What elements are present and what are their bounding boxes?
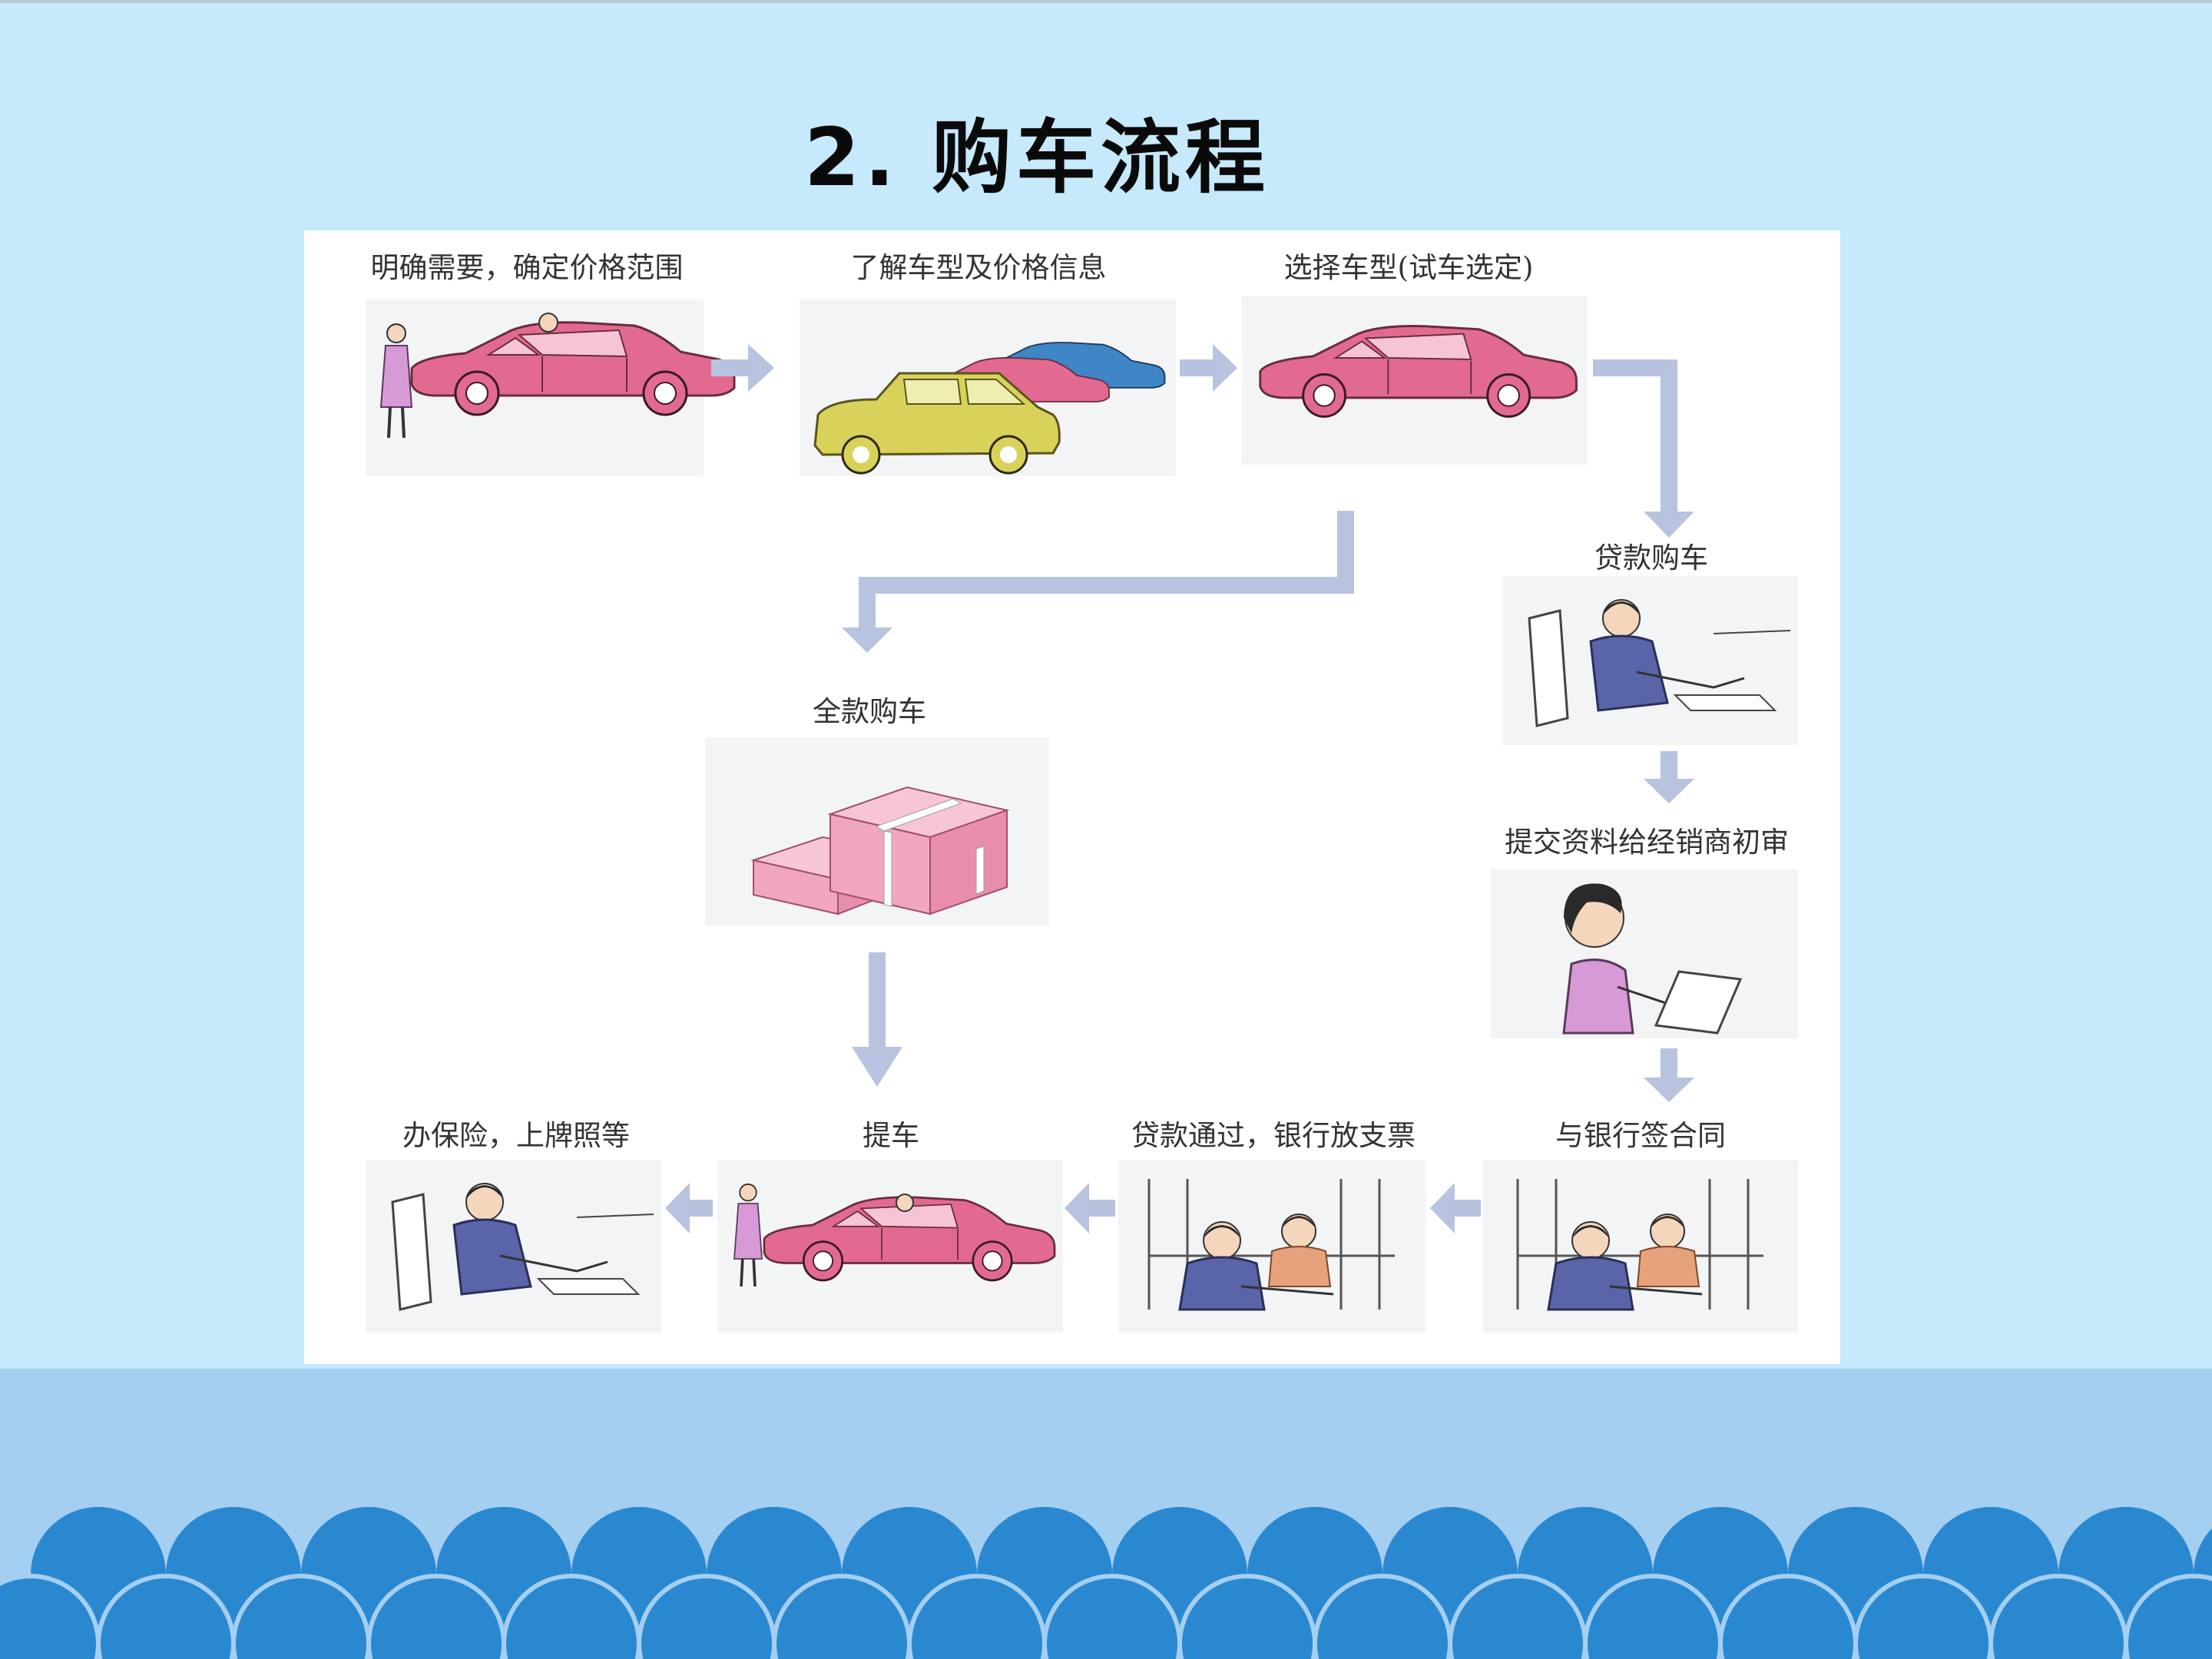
flow-arrow-icon (1593, 359, 1694, 538)
top-rule (0, 0, 2212, 3)
car-yellow-icon (813, 372, 1061, 475)
step-label-full-payment: 全款购车 (813, 695, 926, 728)
step-label-loan-approved: 贷款通过，银行放支票 (1131, 1119, 1416, 1152)
illustration-loan-purchase (1528, 598, 1792, 727)
illustration-loan-approved (1147, 1177, 1396, 1311)
wave-scallop (2124, 1574, 2212, 1659)
step-label-sign-contract: 与银行签合同 (1555, 1119, 1726, 1152)
step-label-submit-docs: 提交资料给经销商初审 (1505, 826, 1789, 859)
flow-arrow-icon (842, 511, 1354, 653)
flow-arrow-icon (852, 952, 902, 1087)
illustration-clarify-needs (379, 313, 736, 439)
panel-sign-contract (1483, 1160, 1798, 1333)
step-label-clarify-needs: 明确需要，确定价格范围 (370, 251, 684, 284)
step-label-pick-up: 提车 (863, 1119, 919, 1152)
flow-arrow-icon (1180, 344, 1237, 392)
wave-decoration (0, 1507, 2212, 1659)
illustration-submit-docs (1562, 883, 1743, 1035)
illustration-pick-up (733, 1183, 1056, 1288)
step-label-learn-info: 了解车型及价格信息 (850, 251, 1107, 284)
flow-arrow-icon (1644, 1048, 1694, 1102)
flow-arrows (665, 344, 1694, 1233)
desk-writing-icon (391, 1182, 655, 1311)
money-stack-icon (750, 786, 1010, 916)
flow-arrow-icon (1065, 1183, 1115, 1233)
illustration-select-model (1259, 325, 1578, 418)
bank-counter-icon (1516, 1177, 1765, 1311)
step-label-select-model: 选择车型(试车选定) (1283, 251, 1534, 284)
flow-arrow-icon (1430, 1183, 1481, 1233)
flow-arrow-icon (665, 1183, 713, 1233)
panel-submit-docs (1491, 869, 1798, 1038)
panel-loan-approved (1118, 1160, 1426, 1333)
flowchart-graphics (379, 313, 1792, 1311)
flow-arrow-icon (711, 344, 774, 392)
step-label-loan-purchase: 贷款购车 (1594, 541, 1708, 575)
illustration-learn-info (813, 342, 1166, 475)
flowchart: 明确需要，确定价格范围 了解车型及价格信息 选择车型(试车选定) 贷款购车 全款… (304, 230, 1840, 1364)
step-label-insurance: 办保险，上牌照等 (402, 1119, 630, 1152)
flow-arrow-icon (1644, 751, 1694, 803)
person-icon (379, 323, 413, 439)
driver-icon (538, 313, 558, 333)
page-title: 2. 购车流程 (803, 111, 1270, 204)
